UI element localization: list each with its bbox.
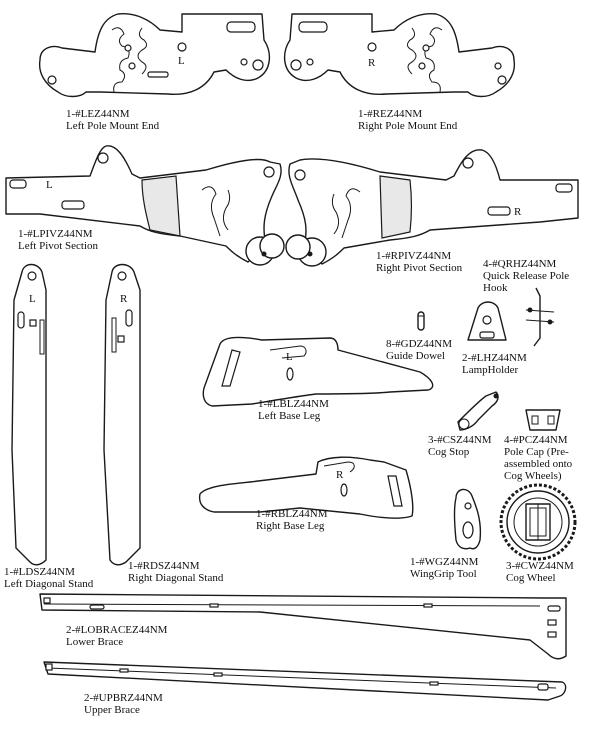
upper-brace-part bbox=[43, 661, 567, 701]
part-code: 2-#LOBRACEZ44NM bbox=[66, 624, 168, 636]
part-name: Guide Dowel bbox=[386, 350, 445, 362]
part-code: 1-#REZ44NM bbox=[358, 108, 423, 120]
right-pivot-section-label: 1-#RPIVZ44NM Right Pivot Section bbox=[376, 250, 462, 274]
lower-brace-label: 2-#LOBRACEZ44NM Lower Brace bbox=[66, 624, 167, 648]
part-name-line2: Hook bbox=[483, 282, 508, 294]
left-diagonal-stand-label: 1-#LDSZ44NM Left Diagonal Stand bbox=[4, 566, 93, 590]
right-pivot-section-part: R bbox=[285, 149, 579, 267]
part-name-line2: assembled onto bbox=[504, 458, 573, 470]
left-pole-mount-end-mark: L bbox=[178, 55, 185, 67]
part-code: 3-#CWZ44NM bbox=[506, 560, 574, 572]
part-name: Left Base Leg bbox=[258, 410, 321, 422]
part-name: Left Diagonal Stand bbox=[4, 578, 94, 590]
part-name: Lower Brace bbox=[66, 636, 124, 648]
part-name-line1: Pole Cap (Pre- bbox=[504, 446, 569, 458]
right-pole-mount-end-part: R bbox=[283, 13, 516, 98]
part-name: Cog Stop bbox=[428, 446, 470, 458]
part-code: 1-#RBLZ44NM bbox=[256, 508, 328, 520]
part-name: WingGrip Tool bbox=[410, 568, 477, 580]
part-code: 8-#GDZ44NM bbox=[386, 338, 452, 350]
left-pole-mount-end-label: 1-#LEZ44NM Left Pole Mount End bbox=[66, 108, 159, 132]
cog-wheel-label: 3-#CWZ44NM Cog Wheel bbox=[506, 560, 574, 584]
lampholder-part bbox=[467, 301, 507, 341]
part-code: 4-#QRHZ44NM bbox=[483, 258, 557, 270]
left-base-leg-mark: L bbox=[286, 351, 293, 363]
lampholder-label: 2-#LHZ44NM LampHolder bbox=[462, 352, 527, 376]
part-name-line3: Cog Wheels) bbox=[504, 470, 562, 482]
part-name-line1: Quick Release Pole bbox=[483, 270, 570, 282]
left-diagonal-stand-mark: L bbox=[29, 293, 36, 305]
part-name: Right Pole Mount End bbox=[358, 120, 458, 132]
quick-release-pole-hook-label: 4-#QRHZ44NM Quick Release Pole Hook bbox=[483, 258, 569, 294]
left-base-leg-label: 1-#LBLZ44NM Left Base Leg bbox=[258, 398, 329, 422]
part-name: Left Pole Mount End bbox=[66, 120, 160, 132]
right-base-leg-label: 1-#RBLZ44NM Right Base Leg bbox=[256, 508, 328, 532]
right-diagonal-stand-mark: R bbox=[120, 293, 128, 305]
part-code: 2-#UPBRZ44NM bbox=[84, 692, 163, 704]
right-pole-mount-end-mark: R bbox=[368, 57, 376, 69]
part-name: Right Diagonal Stand bbox=[128, 572, 224, 584]
part-code: 1-#RPIVZ44NM bbox=[376, 250, 452, 262]
left-base-leg-part: L bbox=[202, 336, 434, 407]
right-base-leg-part: R bbox=[198, 456, 414, 519]
pole-cap-part bbox=[525, 409, 561, 431]
left-pole-mount-end-part: L bbox=[38, 13, 271, 98]
part-code: 3-#CSZ44NM bbox=[428, 434, 492, 446]
part-code: 2-#LHZ44NM bbox=[462, 352, 527, 364]
left-pivot-section-label: 1-#LPIVZ44NM Left Pivot Section bbox=[18, 228, 98, 252]
left-pivot-section-mark: L bbox=[46, 179, 53, 191]
part-code: 4-#PCZ44NM bbox=[504, 434, 568, 446]
pole-cap-label: 4-#PCZ44NM Pole Cap (Pre- assembled onto… bbox=[504, 434, 572, 482]
part-code: 1-#RDSZ44NM bbox=[128, 560, 200, 572]
part-name: Left Pivot Section bbox=[18, 240, 99, 252]
winggrip-tool-label: 1-#WGZ44NM WingGrip Tool bbox=[410, 556, 478, 580]
cog-wheel-part bbox=[499, 483, 577, 561]
upper-brace-label: 2-#UPBRZ44NM Upper Brace bbox=[84, 692, 163, 716]
part-code: 1-#LBLZ44NM bbox=[258, 398, 329, 410]
left-pivot-section-part: L bbox=[5, 145, 285, 266]
part-code: 1-#WGZ44NM bbox=[410, 556, 479, 568]
quick-release-pole-hook-part bbox=[525, 287, 555, 347]
right-pivot-section-mark: R bbox=[514, 206, 522, 218]
part-name: Right Base Leg bbox=[256, 520, 325, 532]
part-code: 1-#LDSZ44NM bbox=[4, 566, 75, 578]
part-code: 1-#LEZ44NM bbox=[66, 108, 130, 120]
winggrip-tool-part bbox=[453, 488, 482, 550]
right-base-leg-mark: R bbox=[336, 469, 344, 481]
part-name: LampHolder bbox=[462, 364, 519, 376]
part-name: Right Pivot Section bbox=[376, 262, 463, 274]
guide-dowel-part bbox=[417, 311, 425, 331]
right-pole-mount-end-label: 1-#REZ44NM Right Pole Mount End bbox=[358, 108, 457, 132]
part-name: Cog Wheel bbox=[506, 572, 556, 584]
part-name: Upper Brace bbox=[84, 704, 140, 716]
cog-stop-part bbox=[457, 391, 499, 431]
guide-dowel-label: 8-#GDZ44NM Guide Dowel bbox=[386, 338, 452, 362]
cog-stop-label: 3-#CSZ44NM Cog Stop bbox=[428, 434, 492, 458]
left-diagonal-stand-part: L bbox=[11, 263, 47, 566]
right-diagonal-stand-label: 1-#RDSZ44NM Right Diagonal Stand bbox=[128, 560, 223, 584]
right-diagonal-stand-part: R bbox=[103, 263, 141, 566]
part-code: 1-#LPIVZ44NM bbox=[18, 228, 93, 240]
lower-brace-part bbox=[39, 593, 567, 660]
